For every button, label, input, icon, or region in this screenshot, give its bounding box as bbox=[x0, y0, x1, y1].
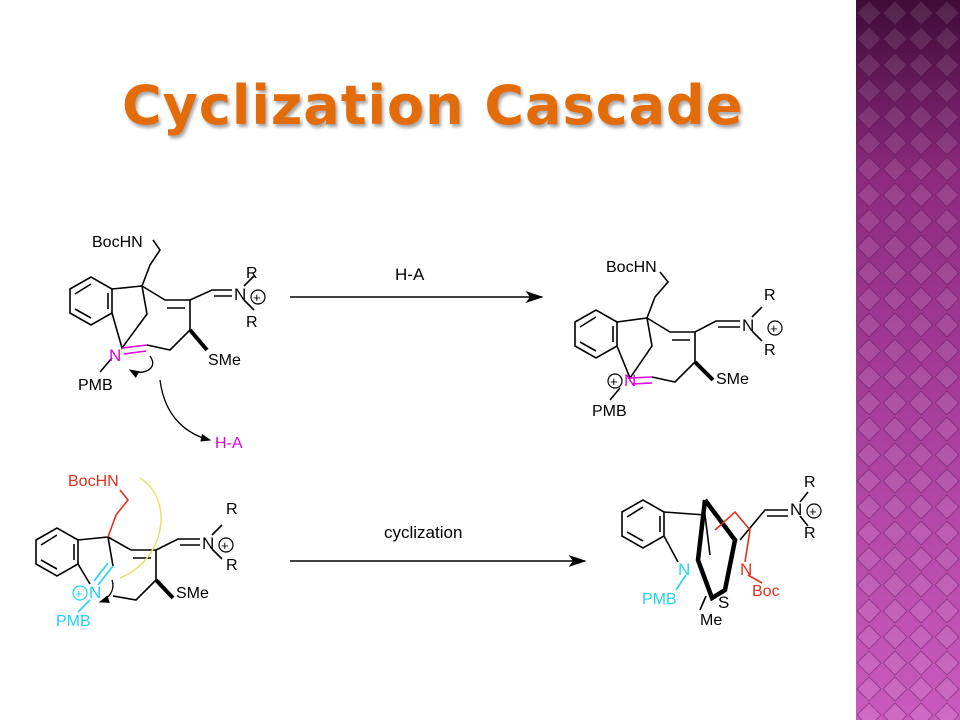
pmb-label-3: PMB bbox=[56, 613, 91, 630]
indole-n-2: N bbox=[624, 371, 636, 390]
pmb-label-2: PMB bbox=[592, 403, 627, 420]
bochn-label-1: BocHN bbox=[92, 234, 143, 251]
sme-label-1: SMe bbox=[208, 352, 241, 369]
reaction-scheme: BocHN R N + R N SMe PMB H-A H-A Bo bbox=[35, 234, 822, 630]
leaving-ha: H-A bbox=[215, 435, 243, 452]
charge-1: + bbox=[253, 290, 261, 305]
r-top-1: R bbox=[246, 265, 258, 282]
slide-title: Cyclization Cascade bbox=[122, 74, 744, 137]
bicyclic-cage bbox=[695, 498, 738, 602]
molecule-start-2 bbox=[35, 524, 223, 601]
boc-n-label-4: N bbox=[740, 560, 752, 579]
electron-arrow-2 bbox=[159, 379, 212, 442]
iminium-n-3: N bbox=[202, 534, 214, 553]
iminium-n-1: N bbox=[234, 285, 246, 304]
sme-label-3: SMe bbox=[176, 585, 209, 602]
indole-n-3: N bbox=[89, 583, 101, 602]
sulfur-label-4: S bbox=[718, 593, 729, 612]
sme-label-2: SMe bbox=[716, 371, 749, 388]
yellow-attack-arc bbox=[119, 477, 162, 579]
charge-4: + bbox=[809, 504, 817, 519]
r-bottom-4: R bbox=[804, 525, 816, 542]
bochn-label-2: BocHN bbox=[606, 259, 657, 276]
electron-arrow-3 bbox=[98, 579, 114, 603]
indoline-n-4: N bbox=[678, 560, 690, 579]
charge-left-2: + bbox=[610, 374, 618, 389]
r-bottom-1: R bbox=[246, 314, 258, 331]
iminium-n-2: N bbox=[742, 316, 754, 335]
slide: Cyclization Cascade bbox=[35, 74, 822, 630]
r-top-4: R bbox=[804, 474, 816, 491]
electron-arrow-1 bbox=[128, 355, 154, 379]
pmb-label-4: PMB bbox=[642, 591, 677, 608]
molecule-product-1 bbox=[574, 271, 763, 401]
charge-left-3: + bbox=[75, 586, 83, 601]
bochn-label-3: BocHN bbox=[68, 473, 119, 490]
indole-n-1: N bbox=[109, 346, 121, 365]
red-side-chain bbox=[107, 489, 130, 538]
molecule-start-1 bbox=[69, 239, 255, 373]
me-label-4: Me bbox=[700, 612, 722, 629]
r-top-3: R bbox=[226, 501, 238, 518]
charge-2: + bbox=[770, 321, 778, 336]
reagent-cyclization: cyclization bbox=[384, 523, 462, 542]
charge-3: + bbox=[221, 538, 229, 553]
r-top-2: R bbox=[764, 287, 776, 304]
molecule-product-2 bbox=[621, 491, 809, 563]
iminium-n-4: N bbox=[790, 500, 802, 519]
boc-label-4: Boc bbox=[752, 583, 780, 600]
red-bridge bbox=[714, 510, 763, 584]
highlight-bonds-1 bbox=[121, 344, 148, 355]
cyan-iminium bbox=[77, 562, 114, 613]
r-bottom-2: R bbox=[764, 342, 776, 359]
reagent-ha: H-A bbox=[395, 265, 425, 284]
r-bottom-3: R bbox=[226, 557, 238, 574]
decorative-sidebar bbox=[856, 0, 960, 720]
pmb-label-1: PMB bbox=[78, 377, 113, 394]
